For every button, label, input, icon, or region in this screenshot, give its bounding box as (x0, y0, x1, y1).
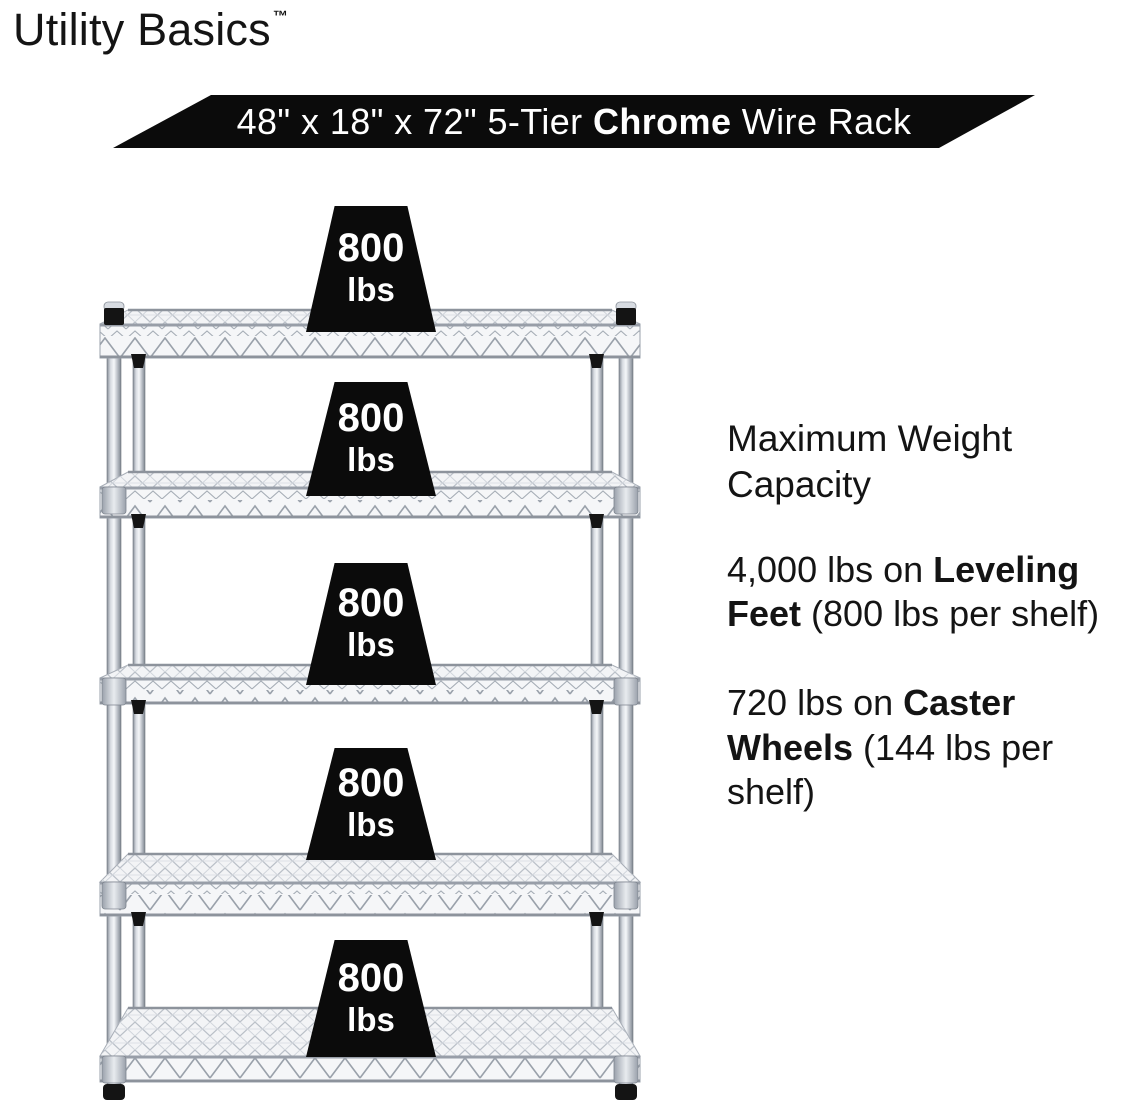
rack-shelf-connectors (131, 354, 604, 926)
title-banner: 48" x 18" x 72" 5-Tier Chrome Wire Rack (113, 95, 1035, 148)
brand-name: Utility Basics (13, 4, 271, 55)
spec-bold-text: Leveling Feet (727, 548, 1080, 635)
rack-leveling-feet (103, 1084, 637, 1100)
spec-text: (144 lbs per shelf) (727, 726, 1054, 813)
weight-value: 800 (337, 396, 405, 441)
spec-text: 720 lbs on (727, 682, 904, 723)
rack-shelf-4 (98, 852, 642, 917)
weight-unit: lbs (347, 1000, 395, 1038)
weight-value: 800 (337, 955, 405, 1000)
spec-bold-text: Caster Wheels (727, 682, 1016, 768)
rack-collar-sleeves (101, 486, 639, 1084)
weight-value: 800 (337, 581, 405, 626)
rack-post-caps (103, 301, 637, 325)
banner-text-pre: 48" x 18" x 72" 5-Tier (236, 100, 593, 142)
banner-text-post: Wire Rack (731, 100, 912, 142)
weight-unit: lbs (347, 626, 395, 663)
capacity-heading: Maximum Weight Capacity (727, 418, 1013, 505)
spec-text: (800 lbs per shelf) (801, 593, 1100, 635)
capacity-spec-caster-wheels: 720 lbs on Caster Wheels (144 lbs per sh… (727, 681, 1126, 815)
weight-unit: lbs (347, 271, 395, 308)
trademark-symbol: ™ (272, 8, 289, 25)
weight-value: 800 (337, 226, 405, 271)
rack-shelf-5 (99, 1006, 641, 1083)
capacity-info: Maximum Weight Capacity 4,000 lbs on Lev… (727, 416, 1126, 859)
weight-unit: lbs (347, 441, 395, 478)
banner-text-highlight: Chrome (592, 100, 732, 142)
capacity-spec-leveling-feet: 4,000 lbs on Leveling Feet (800 lbs per … (727, 548, 1126, 637)
weight-value: 800 (337, 761, 405, 806)
spec-text: 4,000 lbs on (727, 548, 934, 590)
weight-unit: lbs (347, 806, 395, 843)
